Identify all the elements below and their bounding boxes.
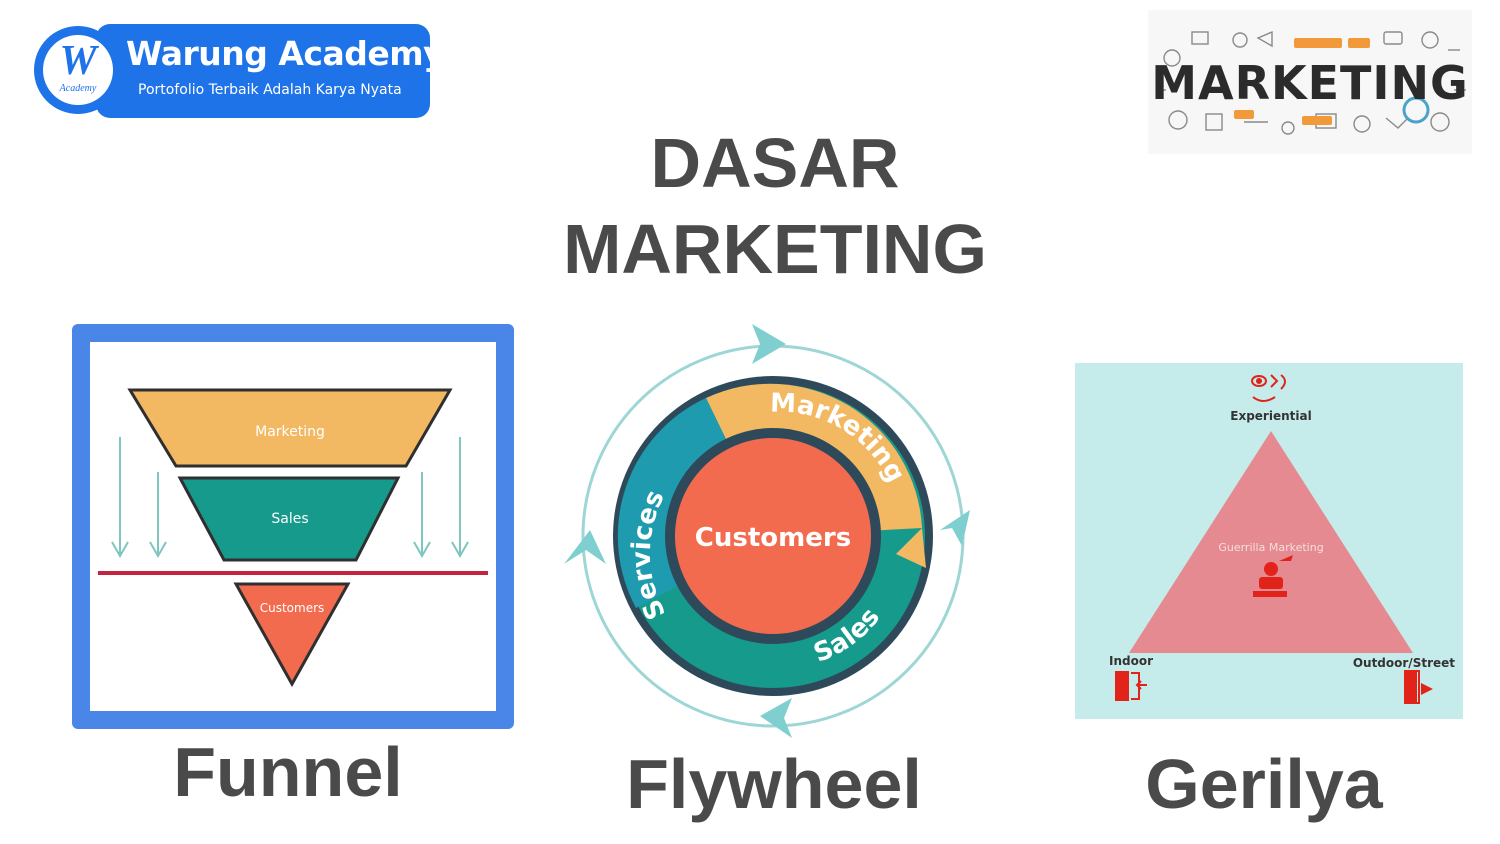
doodle-icons [1156,30,1466,135]
flywheel-arrow-right [940,510,970,546]
flywheel-center [675,438,871,634]
page-title: DASAR MARKETING [450,120,1100,292]
brand-tagline: Portofolio Terbaik Adalah Karya Nyata [138,82,402,98]
funnel-arrowhead-left-inner [149,541,167,559]
gerilya-panel: Experiential Guerrilla Marketing Indoor … [1075,363,1463,719]
flywheel-caption: Flywheel [626,745,922,823]
marketing-doodle-word: MARKETING [1151,56,1469,110]
brand-logo-circle: W Academy [34,26,122,114]
funnel-arrowhead-left-outer [111,541,129,559]
gerilya-triangle [1129,431,1413,653]
funnel-stage-customers [233,582,351,688]
funnel-caption: Funnel [173,733,403,811]
funnel-label-sales: Sales [271,511,308,527]
funnel-arrowhead-right-inner [413,541,431,559]
marketing-doodle-image: MARKETING [1148,10,1472,154]
brand-logo: W Academy Warung Academy Portofolio Terb… [34,24,445,118]
gerilya-label-outdoor: Outdoor/Street [1353,656,1455,670]
page-title-line2: MARKETING [563,210,987,288]
funnel-canvas: Marketing Sales Customers [90,342,496,711]
flywheel-arrow-bottom [760,698,792,738]
indoor-door-icon [1115,671,1147,701]
experiential-icon [1251,374,1286,402]
funnel-label-marketing: Marketing [255,424,325,440]
flywheel-segment-marketing-notch [682,398,728,446]
gerilya-center-label: Guerrilla Marketing [1218,541,1323,554]
flywheel-segment-sales-notch [896,528,926,568]
funnel-panel: Marketing Sales Customers [72,324,514,729]
page-title-line1: DASAR [650,124,900,202]
funnel-arrowhead-right-outer [451,541,469,559]
funnel-stage-marketing [127,388,453,468]
brand-name: Warung Academy [126,34,445,73]
funnel-stage-sales [177,476,401,562]
flywheel-arrow-left [564,530,606,564]
funnel-flow-arrows [111,437,469,559]
brand-logo-letter: W [59,38,97,84]
outdoor-door-icon [1404,670,1433,704]
guerrilla-icon [1253,555,1293,597]
flywheel-center-label: Customers [695,523,851,553]
gerilya-caption: Gerilya [1145,745,1383,823]
gerilya-label-indoor: Indoor [1109,654,1153,668]
gerilya-label-experiential: Experiential [1230,409,1311,423]
flywheel-rotation-arrows [564,324,970,738]
flywheel-diagram: Customers Marketing Sales Services [556,318,996,748]
flywheel-arrow-top [752,324,786,364]
brand-pill [96,24,430,118]
brand-logo-sub: Academy [59,83,97,94]
funnel-label-customers: Customers [260,601,325,615]
